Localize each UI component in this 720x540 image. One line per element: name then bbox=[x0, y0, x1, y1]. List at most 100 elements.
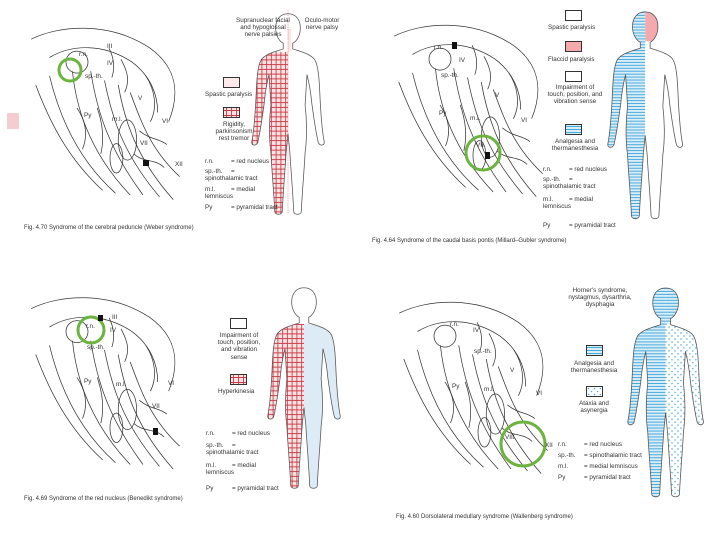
abbrev-row-ml: m.l.= medial lemniscus bbox=[543, 196, 603, 210]
lesion-circle bbox=[499, 420, 547, 468]
legend-analgesia-label: Analgesia and thermanesthesia bbox=[551, 138, 599, 153]
label-medial-lemniscus: m.l. bbox=[116, 381, 127, 388]
abbrev-value: = spinothalamic tract bbox=[543, 176, 596, 191]
abbrev-key: m.l. bbox=[205, 186, 216, 193]
abbrev-value: = red nucleus bbox=[584, 441, 622, 448]
label-spinothalamic: sp.-th. bbox=[474, 348, 492, 355]
legend-swatch-flaccid bbox=[565, 41, 582, 52]
label-medial-lemniscus: m.l. bbox=[112, 116, 123, 123]
label-cn-iii: III bbox=[107, 43, 113, 50]
body-figure bbox=[607, 11, 684, 220]
panel-benedikt-syndrome: r.n. III IV sp.-th. m.l. Py VI VII Impai… bbox=[0, 270, 360, 540]
label-cn-vi: VI bbox=[536, 390, 543, 397]
legend-swatch-touch bbox=[230, 318, 247, 329]
abbrev-row-ml: m.l.= medial lemniscus bbox=[558, 463, 638, 470]
label-cn-iv: IV bbox=[110, 327, 117, 334]
panel-wallenberg-syndrome: r.n. IV sp.-th. V m.l. Py VI VIII XII Ho… bbox=[360, 270, 720, 540]
panel-millard-gubler-syndrome: r.n. IV sp.-th. V m.l. Py VI VII Spastic… bbox=[360, 0, 720, 270]
legend-swatch-hyperkinesia bbox=[230, 374, 247, 385]
label-pyramidal: Py bbox=[439, 110, 447, 117]
label-cn-vii: VII bbox=[476, 142, 484, 149]
label-pyramidal: Py bbox=[84, 378, 92, 385]
legend-swatch-ataxia bbox=[586, 386, 603, 397]
label-cn-vi: VI bbox=[162, 118, 169, 125]
panel-weber-syndrome: Supranuclear facial and hypoglossal nerv… bbox=[0, 0, 360, 270]
label-spinothalamic: sp.-th. bbox=[87, 344, 105, 351]
label-red-nucleus: r.n. bbox=[434, 44, 443, 51]
abbrev-value: = medial lemniscus bbox=[205, 186, 255, 201]
label-cn-xii: XII bbox=[545, 442, 553, 449]
abbrev-key: m.l. bbox=[206, 462, 217, 469]
abbrev-key: sp.-th. bbox=[206, 442, 224, 449]
legend-touch-label: Impairment of touch, position, and vibra… bbox=[547, 84, 603, 106]
side-margin-marker bbox=[7, 113, 19, 129]
abbrev-value: = medial lemniscus bbox=[584, 463, 638, 470]
label-cn-vi: VI bbox=[168, 380, 175, 387]
label-medial-lemniscus: m.l. bbox=[470, 115, 481, 122]
abbrev-row-py: Py = pyramidal tract bbox=[205, 204, 278, 211]
abbrev-row-spth: sp.-th. = spinothalamic tract bbox=[558, 452, 642, 459]
legend-touch-label: Impairment of touch, position, and vibra… bbox=[217, 332, 261, 361]
body-figure bbox=[267, 287, 341, 489]
label-cn-vii: VII bbox=[152, 403, 160, 410]
abbrev-key: sp.-th. bbox=[558, 452, 576, 459]
abbrev-key: r.n. bbox=[206, 430, 215, 437]
brainstem-diagram bbox=[30, 27, 181, 200]
label-pyramidal: Py bbox=[452, 383, 460, 390]
abbrev-key: m.l. bbox=[543, 196, 554, 203]
legend-swatch-analgesia bbox=[565, 124, 582, 135]
legend-spastic-label: Spastic paralysis bbox=[548, 24, 596, 31]
nucleus-marker bbox=[452, 42, 457, 49]
abbrev-value: = spinothalamic tract bbox=[584, 452, 642, 459]
abbrev-key: Py bbox=[205, 204, 213, 211]
label-cn-viii: VIII bbox=[505, 434, 515, 441]
abbrev-key: r.n. bbox=[558, 441, 567, 448]
abbrev-value: = red nucleus bbox=[232, 430, 270, 437]
figure-caption: Fig. 4.60 Dorsolateral medullary syndrom… bbox=[396, 514, 573, 520]
legend-swatch-spastic bbox=[565, 10, 582, 21]
label-red-nucleus: r.n. bbox=[79, 51, 88, 58]
label-cn-iv: IV bbox=[459, 57, 466, 64]
nucleus-marker bbox=[153, 428, 158, 435]
label-cn-iii: III bbox=[112, 314, 118, 321]
abbrev-row-rn: r.n. = red nucleus bbox=[558, 441, 622, 448]
abbrev-key: r.n. bbox=[543, 166, 552, 173]
legend-analgesia-label: Analgesia and thermanesthesia bbox=[570, 360, 618, 375]
abbrev-row-spth: sp.-th.= spinothalamic tract bbox=[205, 168, 260, 182]
abbrev-row-rn: r.n. = red nucleus bbox=[543, 166, 607, 173]
benedikt-illustration bbox=[30, 287, 341, 489]
abbrev-value: = spinothalamic tract bbox=[205, 168, 258, 183]
abbrev-key: sp.-th. bbox=[205, 168, 223, 175]
label-cn-iv: IV bbox=[473, 327, 480, 334]
abbrev-key: Py bbox=[206, 485, 214, 492]
figure-caption: Fig. 4.69 Syndrome of the red nucleus (B… bbox=[24, 496, 183, 502]
label-pyramidal: Py bbox=[84, 112, 92, 119]
nucleus-marker bbox=[143, 160, 149, 166]
brainstem-diagram bbox=[30, 297, 181, 470]
legend-swatch-spastic bbox=[223, 77, 240, 88]
label-red-nucleus: r.n. bbox=[450, 321, 459, 328]
body-figure bbox=[627, 287, 704, 498]
header-horner-syndrome: Horner's syndrome, nystagmus, dysarthria… bbox=[568, 287, 632, 309]
label-cn-vi: VI bbox=[521, 117, 528, 124]
figure-caption: Fig. 4.64 Syndrome of the caudal basis p… bbox=[372, 238, 567, 244]
abbrev-value: = red nucleus bbox=[569, 166, 607, 173]
legend-swatch-touch bbox=[565, 71, 582, 82]
label-cn-v: V bbox=[510, 367, 515, 374]
label-cn-v: V bbox=[138, 95, 143, 102]
abbrev-value: = medial lemniscus bbox=[543, 196, 593, 211]
abbrev-value: = pyramidal tract bbox=[584, 474, 631, 481]
body-figure bbox=[251, 10, 325, 215]
abbrev-row-ml: m.l.= medial lemniscus bbox=[206, 462, 266, 476]
abbrev-key: Py bbox=[543, 222, 551, 229]
millard-gubler-illustration bbox=[393, 11, 684, 220]
legend-flaccid-label: Flaccid paralysis bbox=[548, 56, 595, 63]
abbrev-value: = pyramidal tract bbox=[231, 204, 278, 211]
abbrev-value: = pyramidal tract bbox=[569, 222, 616, 229]
abbrev-row-ml: m.l.= medial lemniscus bbox=[205, 186, 260, 200]
abbrev-row-spth: sp.-th.= spinothalamic tract bbox=[543, 176, 603, 190]
weber-illustration bbox=[30, 10, 325, 215]
lesion-circle bbox=[76, 315, 106, 345]
abbrev-row-rn: r.n.= red nucleus bbox=[205, 158, 269, 165]
legend-spastic-label: Spastic paralysis bbox=[205, 91, 253, 98]
